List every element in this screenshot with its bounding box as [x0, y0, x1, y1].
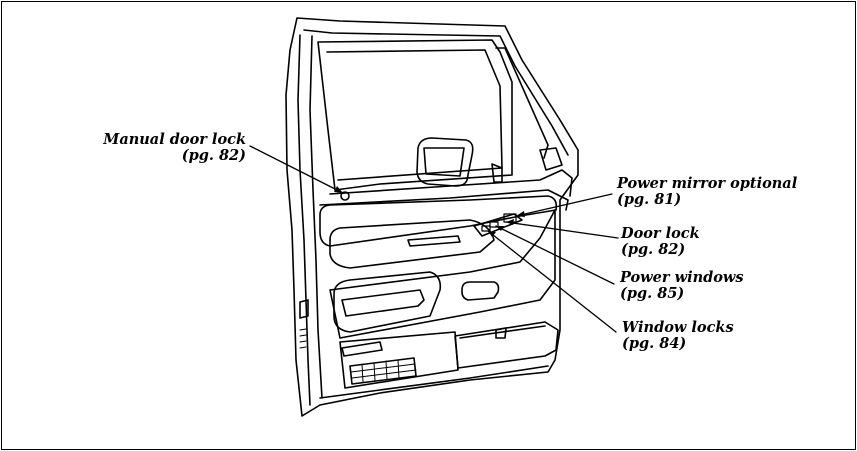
- window-opening: [317, 39, 513, 191]
- door-handle-recess: [333, 271, 442, 333]
- upper-trim: [319, 189, 569, 211]
- window-switch-1: [489, 221, 499, 228]
- door-handle: [341, 289, 425, 317]
- callout-power-windows: Power windows (pg. 85): [620, 270, 744, 302]
- vent-notch: [539, 147, 563, 171]
- leader-door-lock: [505, 221, 619, 239]
- window-switch-2: [481, 225, 491, 232]
- callout-door-lock-title: Door lock: [621, 225, 700, 242]
- speaker-grille: [349, 357, 417, 385]
- pocket-tab: [495, 327, 507, 339]
- leader-lines: [249, 145, 619, 333]
- door-bottom: [319, 365, 549, 399]
- mirror-glass: [423, 147, 465, 177]
- bolster-panel: [329, 219, 495, 269]
- belt-line: [329, 169, 573, 197]
- pocket-lip: [459, 325, 546, 339]
- door-side-strip: [309, 35, 323, 399]
- door-hinge-edge: [297, 34, 311, 406]
- lower-panel: [339, 331, 459, 389]
- callout-power-mirror-ref: (pg. 81): [617, 191, 682, 208]
- door-inner-edge: [303, 29, 569, 156]
- callout-power-windows-title: Power windows: [620, 269, 744, 286]
- mirror-post: [491, 163, 503, 183]
- callout-manual-door-lock: Manual door lock (pg. 82): [100, 132, 246, 164]
- arrow-window-locks: [488, 231, 496, 237]
- lower-trim: [341, 341, 383, 357]
- window-glass-line: [326, 49, 503, 181]
- callout-door-lock: Door lock (pg. 82): [621, 226, 700, 258]
- side-mirror: [416, 137, 474, 187]
- inner-release: [461, 281, 500, 301]
- window-frame-rear: [495, 47, 549, 159]
- leader-manual-door-lock: [249, 145, 344, 194]
- callout-door-lock-ref: (pg. 82): [621, 241, 686, 258]
- leader-window-locks: [487, 230, 617, 333]
- arrow-door-lock: [506, 219, 514, 225]
- leader-arrows: [334, 186, 525, 237]
- callout-manual-door-lock-ref: (pg. 82): [181, 147, 246, 164]
- callout-window-locks-ref: (pg. 84): [622, 335, 687, 352]
- middle-panel: [329, 209, 556, 339]
- grille-dividers: [350, 359, 417, 383]
- callout-window-locks: Window locks (pg. 84): [622, 320, 734, 352]
- callout-power-mirror-title: Power mirror optional: [617, 175, 798, 192]
- leader-power-mirror: [515, 193, 613, 217]
- leader-power-windows: [495, 225, 615, 285]
- lock-knob: [340, 191, 350, 201]
- callout-power-windows-ref: (pg. 85): [620, 285, 685, 302]
- callout-power-mirror: Power mirror optional (pg. 81): [617, 176, 797, 208]
- arrow-power-mirror: [516, 211, 525, 217]
- hinge-block: [299, 299, 309, 319]
- door-outer-shell: [285, 17, 579, 417]
- switch-panel: [473, 213, 523, 237]
- upper-bolster: [319, 195, 558, 247]
- pull-handle: [407, 235, 461, 247]
- arrow-power-windows: [496, 226, 504, 231]
- hinge-vents: [299, 328, 307, 349]
- arrow-manual-door-lock: [334, 186, 343, 193]
- callout-window-locks-title: Window locks: [622, 319, 734, 336]
- callout-manual-door-lock-title: Manual door lock: [103, 131, 246, 148]
